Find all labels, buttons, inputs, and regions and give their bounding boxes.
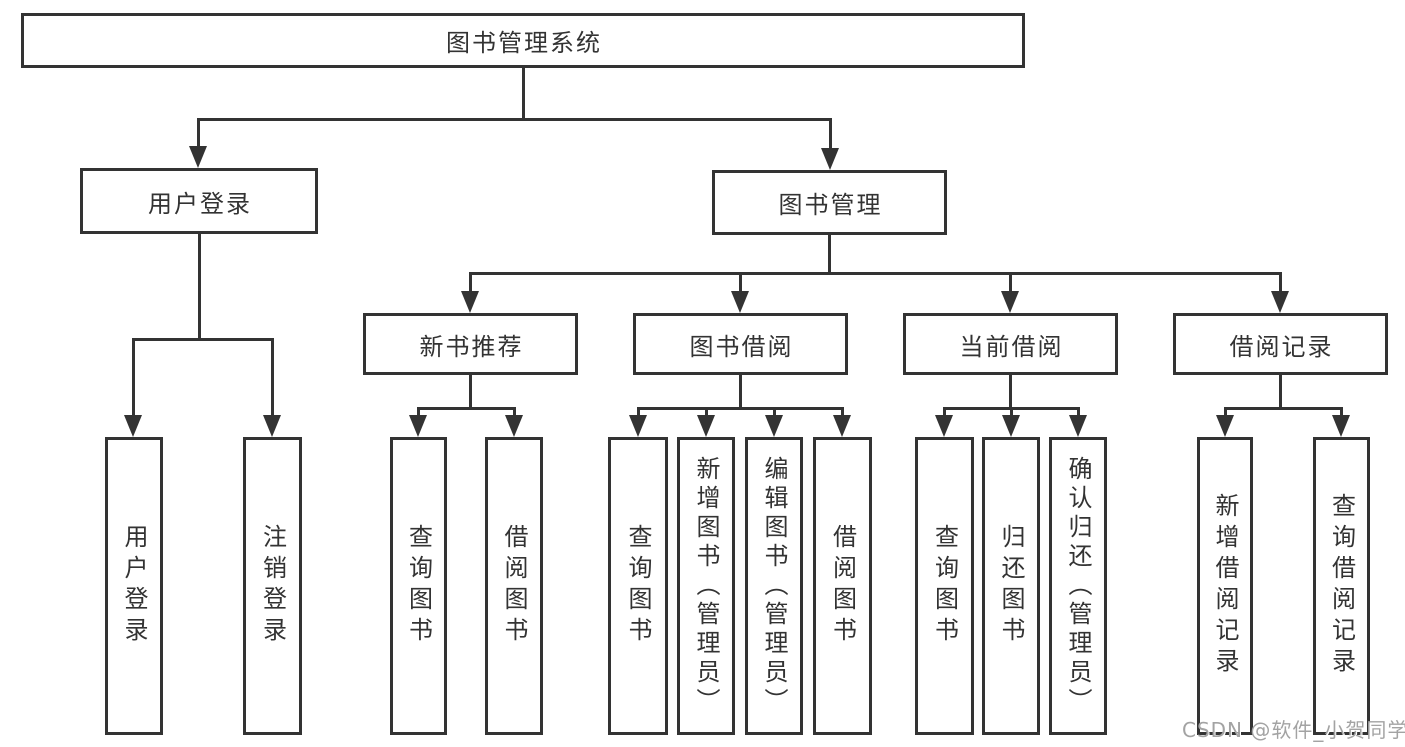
node-new-book-recommend: 新书推荐 [363,313,578,375]
connector-line [513,407,516,417]
node-label: 借阅图书 [828,524,857,648]
connector-line [773,407,776,417]
arrow-down-icon [697,415,715,437]
arrow-down-icon [461,291,479,313]
node-label: 确认归还（管理员） [1064,455,1092,717]
leaf-logout: 注销登录 [243,437,302,735]
connector-line [1077,407,1080,417]
node-label: 用户登录 [120,524,148,648]
connector-line [197,118,200,148]
node-current-borrow: 当前借阅 [903,313,1118,375]
arrow-down-icon [1069,415,1087,437]
node-label: 查询图书 [624,524,652,648]
connector-line [1340,407,1343,417]
connector-line [198,234,201,338]
connector-line [943,407,946,417]
leaf-confirm-return-admin: 确认归还（管理员） [1049,437,1107,735]
leaf-return-books: 归还图书 [982,437,1040,735]
node-user-login: 用户登录 [80,168,318,234]
connector-line [828,235,831,272]
connector-line [1279,375,1282,407]
csdn-watermark: CSDN @软件_小贺同学 [1182,718,1405,742]
node-label: 借阅记录 [1229,332,1334,361]
connector-line [132,338,135,417]
connector-line [469,272,472,293]
node-borrow-records: 借阅记录 [1173,313,1388,375]
node-label: 新增借阅记录 [1211,493,1239,679]
leaf-borrow-books: 借阅图书 [813,437,872,735]
connector-line [1279,272,1282,293]
leaf-query-borrow-record: 查询借阅记录 [1313,437,1370,735]
node-book-borrow: 图书借阅 [633,313,848,375]
arrow-down-icon [1216,415,1234,437]
connector-line [1009,272,1012,293]
arrow-down-icon [124,415,142,437]
leaf-add-borrow-record: 新增借阅记录 [1197,437,1253,735]
arrow-down-icon [731,291,749,313]
connector-line [841,407,844,417]
arrow-down-icon [765,415,783,437]
leaf-edit-books-admin: 编辑图书（管理员） [745,437,803,735]
node-label: 编辑图书（管理员） [760,455,788,717]
connector-line [638,407,842,410]
arrow-down-icon [833,415,851,437]
leaf-borrow-books-recommend: 借阅图书 [485,437,543,735]
connector-line [197,118,830,121]
node-label: 查询图书 [930,524,959,648]
leaf-query-books-current: 查询图书 [915,437,974,735]
node-label: 图书管理 [778,191,883,219]
arrow-down-icon [505,415,523,437]
arrow-down-icon [1332,415,1350,437]
leaf-query-books-recommend: 查询图书 [390,437,447,735]
node-book-management: 图书管理 [712,170,947,235]
node-label: 查询图书 [404,524,433,648]
node-label: 新书推荐 [419,332,524,361]
node-label: 注销登录 [258,524,287,648]
connector-line [637,407,640,417]
arrow-down-icon [821,148,839,170]
connector-line [271,338,274,417]
node-label: 图书管理系统 [446,29,602,57]
node-label: 用户登录 [148,189,252,218]
node-label: 借阅图书 [500,524,528,648]
connector-line [469,375,472,407]
arrow-down-icon [1001,291,1019,313]
arrow-down-icon [263,415,281,437]
connector-line [418,407,514,410]
connector-line [1010,407,1013,417]
node-label: 新增图书（管理员） [692,455,720,717]
arrow-down-icon [1002,415,1020,437]
node-label: 查询借阅记录 [1327,493,1356,679]
connector-line [739,375,742,407]
arrow-down-icon [409,415,427,437]
connector-line [417,407,420,417]
connector-line [1224,407,1227,417]
node-label: 当前借阅 [959,332,1064,361]
leaf-user-login: 用户登录 [105,437,163,735]
node-label: 图书借阅 [689,332,794,361]
arrow-down-icon [935,415,953,437]
leaf-query-books-borrow: 查询图书 [608,437,668,735]
connector-line [829,118,832,148]
node-label: 归还图书 [997,524,1025,648]
leaf-add-books-admin: 新增图书（管理员） [677,437,735,735]
connector-line [705,407,708,417]
node-root-system: 图书管理系统 [21,13,1025,68]
connector-line [470,272,1281,275]
connector-line [132,338,273,341]
connector-line [1225,407,1341,410]
connector-line [739,272,742,293]
connector-line [1009,375,1012,407]
arrow-down-icon [189,146,207,168]
connector-line [522,68,525,118]
arrow-down-icon [629,415,647,437]
arrow-down-icon [1271,291,1289,313]
